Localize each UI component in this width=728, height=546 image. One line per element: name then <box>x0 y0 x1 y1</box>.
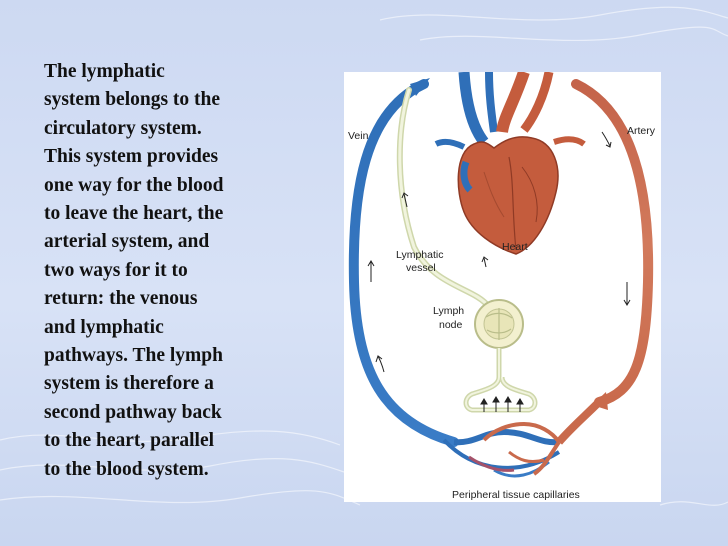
slide-body-text: The lymphatic system belongs to the circ… <box>44 61 224 480</box>
artery-vessel <box>571 79 654 407</box>
lymph-node-label-line2: node <box>439 319 463 331</box>
vein-arrowhead <box>410 78 430 96</box>
heart-illustration <box>457 136 559 255</box>
capillary-bed <box>442 399 602 478</box>
circulation-diagram: Vein Artery Heart Lymphatic vessel Lymph… <box>344 72 661 502</box>
lymphatic-vessel-label-line2: vessel <box>406 262 436 274</box>
lymphatic-vessel-label-line1: Lymphatic <box>396 249 443 261</box>
artery-label: Artery <box>627 125 656 137</box>
lymph-node-label-line1: Lymph <box>433 305 464 317</box>
lymph-node-illustration <box>474 299 524 349</box>
vein-vessel <box>348 79 459 447</box>
capillaries-label: Peripheral tissue capillaries <box>452 489 580 501</box>
heart-label: Heart <box>502 241 528 253</box>
vein-label: Vein <box>348 130 369 142</box>
